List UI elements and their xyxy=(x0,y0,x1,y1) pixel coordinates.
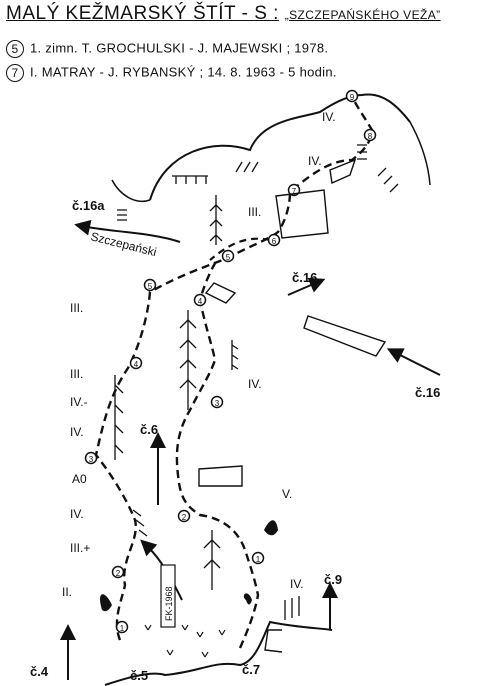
label-c7: č.7 xyxy=(242,662,260,677)
svg-text:3: 3 xyxy=(89,455,94,464)
svg-text:8: 8 xyxy=(368,132,373,141)
grade-labels: IV. IV. III. III. III. IV.- IV. A0 IV. I… xyxy=(62,110,336,599)
label-c9: č.9 xyxy=(324,572,342,587)
svg-text:9: 9 xyxy=(350,93,355,102)
route-text: 1. zimn. T. GROCHULSKI - J. MAJEWSKI ; 1… xyxy=(30,40,329,56)
svg-text:3: 3 xyxy=(215,399,220,408)
topo-diagram: 1 2 3 4 5 6 7 8 9 1 2 3 4 5 xyxy=(30,89,441,686)
page-title: MALÝ KEŽMARSKÝ ŠTÍT - S : „SZCZEPAŃSKÉHO… xyxy=(6,3,441,25)
route-line-7: 7 I. MATRAY - J. RYBANSKÝ ; 14. 8. 1963 -… xyxy=(6,64,337,82)
header: MALÝ KEŽMARSKÝ ŠTÍT - S : „SZCZEPAŃSKÉHO… xyxy=(0,0,500,95)
label-c16a: č.16a xyxy=(72,198,105,213)
title-main: MALÝ KEŽMARSKÝ ŠTÍT - S : xyxy=(6,3,279,24)
grade-label: IV. xyxy=(70,507,84,521)
svg-text:2: 2 xyxy=(116,569,121,578)
grade-label: III. xyxy=(70,301,83,315)
title-subtitle: „SZCZEPAŃSKÉHO VEŽA” xyxy=(284,8,441,22)
pitch-markers-route-7: 1 2 3 4 5 6 7 8 9 xyxy=(84,89,377,634)
route-number-badge: 5 xyxy=(6,40,24,58)
label-c16-right: č.16 xyxy=(415,385,440,400)
svg-text:5: 5 xyxy=(226,253,231,262)
label-c16-top: č.16 xyxy=(292,270,317,285)
route-number-badge: 7 xyxy=(6,64,24,82)
svg-text:1: 1 xyxy=(120,624,125,633)
left-ridge xyxy=(111,179,151,202)
svg-text:2: 2 xyxy=(182,513,187,522)
label-c4: č.4 xyxy=(30,664,49,679)
svg-text:5: 5 xyxy=(148,282,153,291)
approach-labels: č.4 č.5 č.7 č.9 č.6 č.16 č.16 č.16a xyxy=(30,198,440,683)
place-name: Szczepański xyxy=(89,229,158,259)
grass-ticks xyxy=(144,624,226,658)
route-line-5: 5 1. zimn. T. GROCHULSKI - J. MAJEWSKI ; … xyxy=(6,40,328,58)
approach-arrows xyxy=(60,219,441,680)
route-text: I. MATRAY - J. RYBANSKÝ ; 14. 8. 1963 - … xyxy=(30,64,337,80)
label-c5: č.5 xyxy=(130,668,148,683)
grade-label: III. xyxy=(248,205,261,219)
grade-label: III.+ xyxy=(70,541,90,555)
slab-marks xyxy=(114,195,239,590)
pitch-markers-route-5: 1 2 3 4 5 xyxy=(177,249,265,565)
label-c6: č.6 xyxy=(140,422,158,437)
svg-text:1: 1 xyxy=(256,555,261,564)
grade-label: IV. xyxy=(248,377,262,391)
svg-text:4: 4 xyxy=(198,297,203,306)
grade-label: II. xyxy=(62,585,72,599)
route-7-line xyxy=(94,95,374,641)
ground-line xyxy=(104,620,333,686)
badge-fk-1968: FK-1968 xyxy=(164,586,174,621)
grade-label: III. xyxy=(70,367,83,381)
svg-text:4: 4 xyxy=(134,360,139,369)
grade-label: IV. xyxy=(290,577,304,591)
route-5-line xyxy=(175,257,260,649)
grade-label: V. xyxy=(282,487,292,501)
svg-text:7: 7 xyxy=(292,187,297,196)
traverse-line xyxy=(209,237,271,261)
rock-blobs xyxy=(100,520,278,612)
grade-label: IV. xyxy=(70,425,84,439)
grade-label: IV. xyxy=(322,110,336,124)
grade-label: IV.- xyxy=(70,395,88,409)
rock-features xyxy=(198,158,387,653)
summit-ridge xyxy=(149,93,411,201)
ledge-hatching xyxy=(117,144,399,620)
svg-text:6: 6 xyxy=(272,237,277,246)
right-ridge xyxy=(409,121,431,186)
grade-label: IV. xyxy=(308,154,322,168)
grade-label: A0 xyxy=(72,472,87,486)
